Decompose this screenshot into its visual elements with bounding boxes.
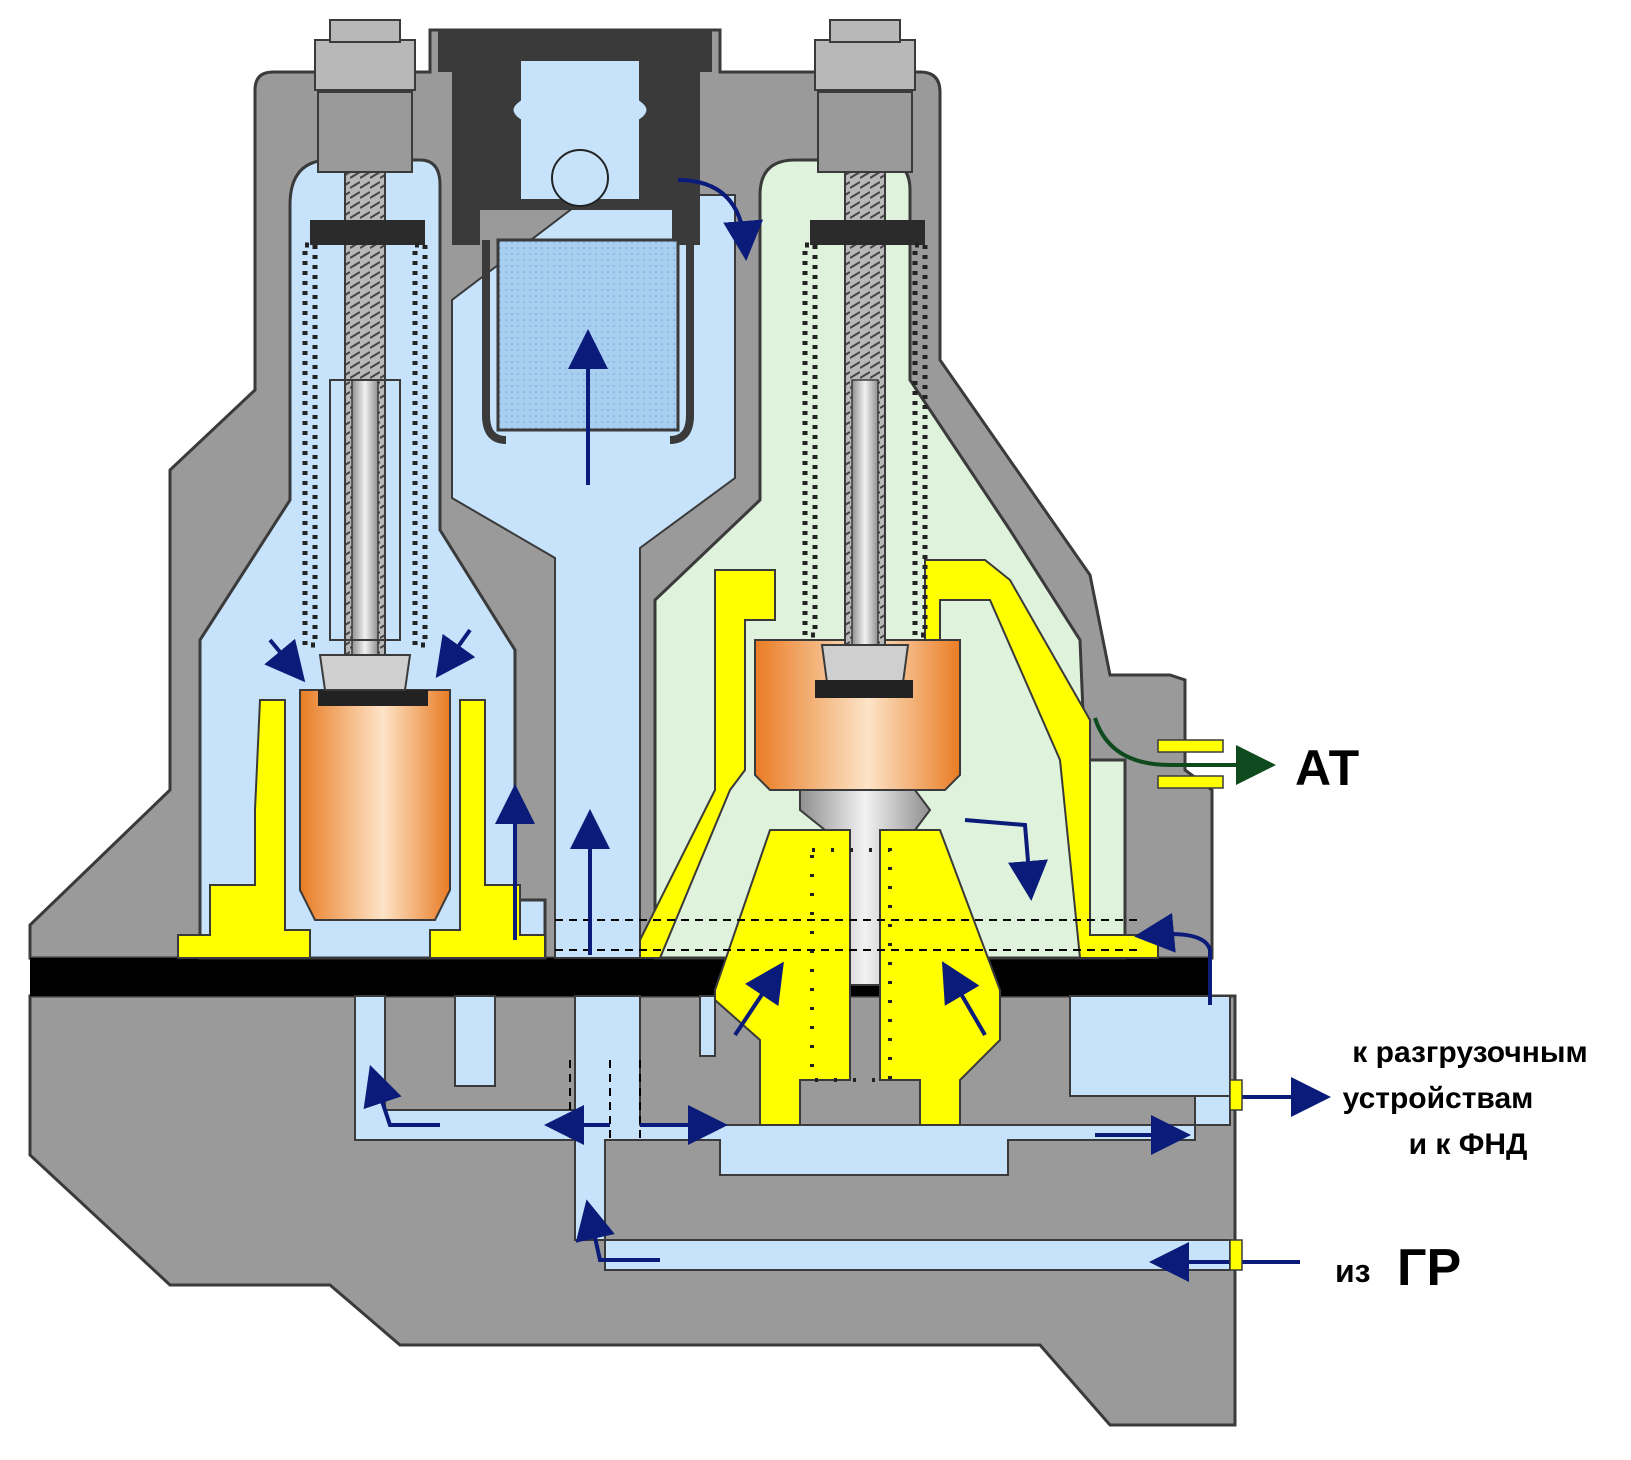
right-nut-icon <box>814 39 916 91</box>
right-piston <box>754 639 961 791</box>
left-coil-spring-icon <box>302 242 428 648</box>
gr-label: ГР <box>1397 1239 1461 1297</box>
flow-arrow-icon <box>435 628 476 679</box>
unloading-label-line2: устройствам <box>1343 1082 1534 1115</box>
left-valve-assembly <box>177 19 546 959</box>
unloading-label-line3: и к ФНД <box>1409 1128 1528 1161</box>
flow-arrow-icon <box>941 961 987 1037</box>
gasket <box>30 958 1212 996</box>
orifice-icon <box>551 149 609 207</box>
at-flow-arrow-icon <box>1093 717 1276 785</box>
left-valve-seat <box>177 699 546 959</box>
flow-arrow-icon <box>733 961 784 1037</box>
flow-arrow-icon <box>264 638 306 683</box>
flow-arrow-icon <box>363 1064 440 1127</box>
flow-arrow-icon <box>1134 912 1212 1005</box>
port-threads <box>1157 739 1243 1271</box>
left-nut-icon <box>314 39 416 91</box>
lower-channels <box>354 995 1231 1271</box>
right-valve-assembly <box>639 19 1159 1151</box>
flow-arrow-icon <box>964 818 1048 901</box>
flow-arrows <box>264 178 1331 1282</box>
left-piston <box>299 689 451 921</box>
poppet-spring-icon <box>810 848 892 1082</box>
unloading-label-line1: к разгрузочным <box>1352 1036 1587 1069</box>
at-label: АТ <box>1295 740 1359 796</box>
flow-arrow-icon <box>677 178 764 261</box>
from-prefix-label: из <box>1335 1253 1371 1289</box>
flow-arrow-icon <box>575 1199 660 1262</box>
